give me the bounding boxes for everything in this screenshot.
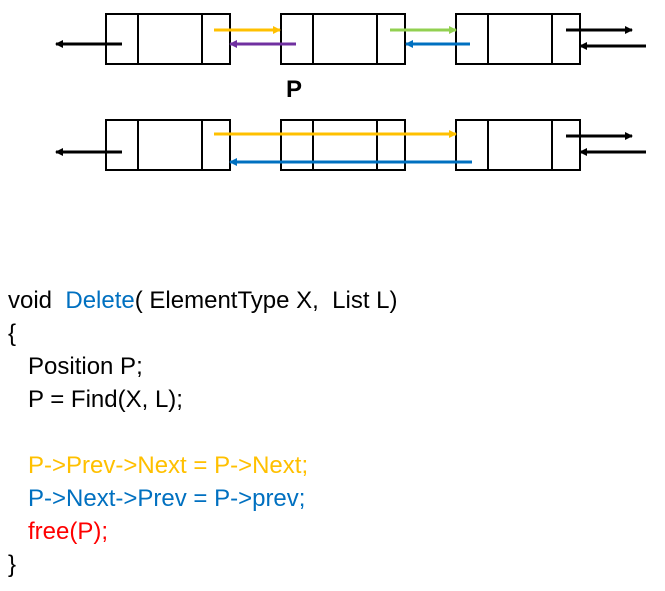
code-find-line: P = Find(X, L);	[8, 386, 183, 413]
code-func-name: Delete	[65, 287, 135, 314]
code-decl-line: Position P;	[8, 353, 143, 380]
top-node-p	[280, 13, 406, 65]
code-prev-next-line: P->Prev->Next = P->Next;	[8, 452, 309, 479]
linked-list-diagram	[55, 13, 646, 171]
node-p-label: P	[286, 76, 303, 103]
code-close-brace: }	[8, 551, 17, 578]
bottom-node-1	[105, 119, 231, 171]
top-row	[55, 13, 646, 65]
code-next-prev-line: P->Next->Prev = P->prev;	[8, 485, 306, 512]
top-node-1	[105, 13, 231, 65]
bottom-node-3	[455, 119, 581, 171]
code-open-brace: {	[8, 320, 17, 347]
code-free-line: free(P);	[8, 518, 109, 545]
code-void-keyword: void	[8, 287, 66, 314]
code-signature: void Delete( ElementType X, List L)	[8, 284, 398, 317]
bottom-row	[55, 119, 646, 171]
code-params: ( ElementType X, List L)	[134, 287, 398, 314]
code-block: void Delete( ElementType X, List L) { Po…	[8, 284, 658, 584]
top-node-3	[455, 13, 581, 65]
